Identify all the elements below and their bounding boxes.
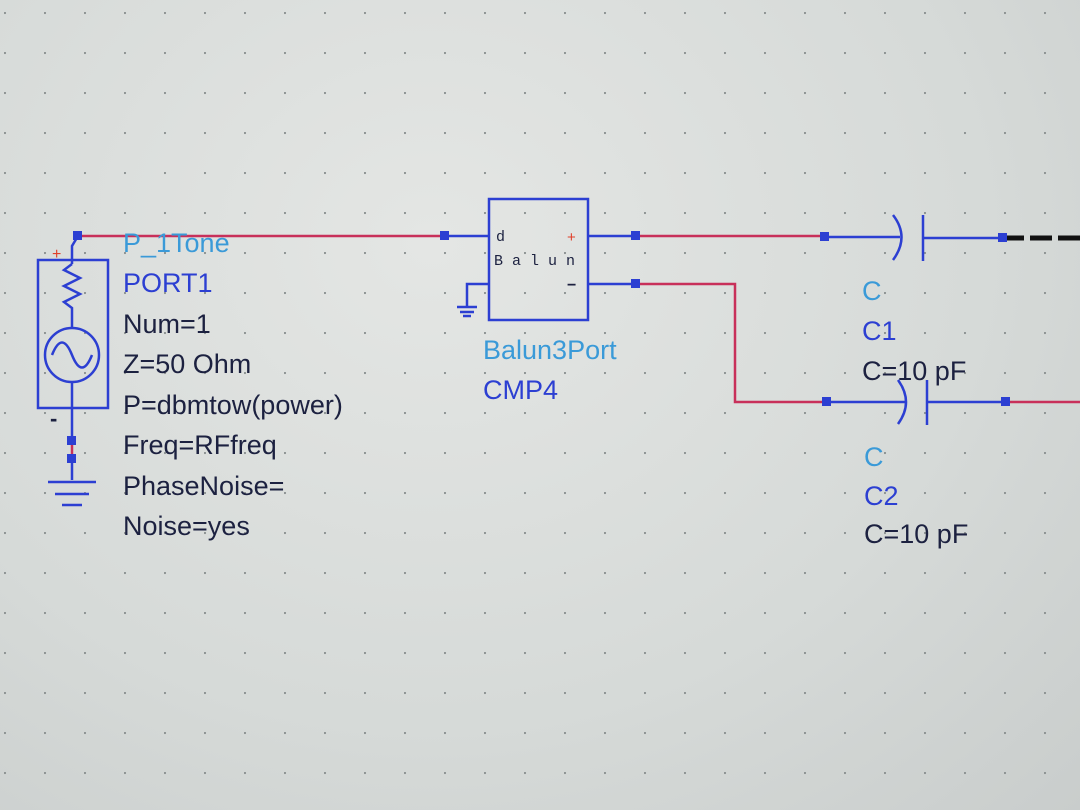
capacitor-c1-symbol[interactable] (826, 214, 1002, 261)
wire-balun-minus-to-c2 (635, 282, 822, 404)
balun-symbol[interactable] (445, 197, 635, 322)
wires[interactable] (70, 234, 1080, 458)
c1-type-label[interactable]: C (862, 276, 882, 306)
port-minus-sign: - (50, 406, 57, 431)
capacitor-node[interactable] (1001, 397, 1010, 406)
balun-minus-sign: − (567, 277, 576, 294)
capacitor-node[interactable] (820, 232, 829, 241)
port-plus-sign: + (52, 246, 61, 263)
capacitor-node[interactable] (822, 397, 831, 406)
c2-name-label[interactable]: C2 (864, 481, 899, 511)
port-param[interactable]: Z=50 Ohm (123, 349, 251, 379)
port-type-label[interactable]: P_1Tone (123, 228, 230, 258)
port-node[interactable] (73, 231, 82, 240)
c2-value-label[interactable]: C=10 pF (864, 519, 968, 549)
port-param[interactable]: PhaseNoise= (123, 471, 284, 501)
balun-symbol-text: B a l u n (494, 253, 575, 270)
balun-plus-sign: + (567, 229, 576, 246)
balun-type-label[interactable]: Balun3Port (483, 335, 617, 365)
balun-node[interactable] (631, 279, 640, 288)
balun-node[interactable] (631, 231, 640, 240)
port-name-label[interactable]: PORT1 (123, 268, 213, 298)
port-node[interactable] (67, 454, 76, 463)
balun-pin-label: d (496, 229, 505, 246)
c1-name-label[interactable]: C1 (862, 316, 897, 346)
port-param[interactable]: Num=1 (123, 309, 211, 339)
capacitor-c2-symbol[interactable] (828, 379, 1005, 425)
resistor-icon (61, 263, 83, 328)
balun-node[interactable] (440, 231, 449, 240)
port-param[interactable]: Freq=RFfreq (123, 430, 277, 460)
balun-name-label[interactable]: CMP4 (483, 375, 558, 405)
port-node[interactable] (67, 436, 76, 445)
ground-icon (48, 480, 96, 507)
port-param[interactable]: Noise=yes (123, 511, 250, 541)
c1-value-label[interactable]: C=10 pF (862, 356, 966, 386)
capacitor-node[interactable] (998, 233, 1007, 242)
c2-type-label[interactable]: C (864, 442, 884, 472)
port-param[interactable]: P=dbmtow(power) (123, 390, 343, 420)
ground-icon (457, 305, 477, 318)
port-source-symbol[interactable] (36, 235, 110, 507)
